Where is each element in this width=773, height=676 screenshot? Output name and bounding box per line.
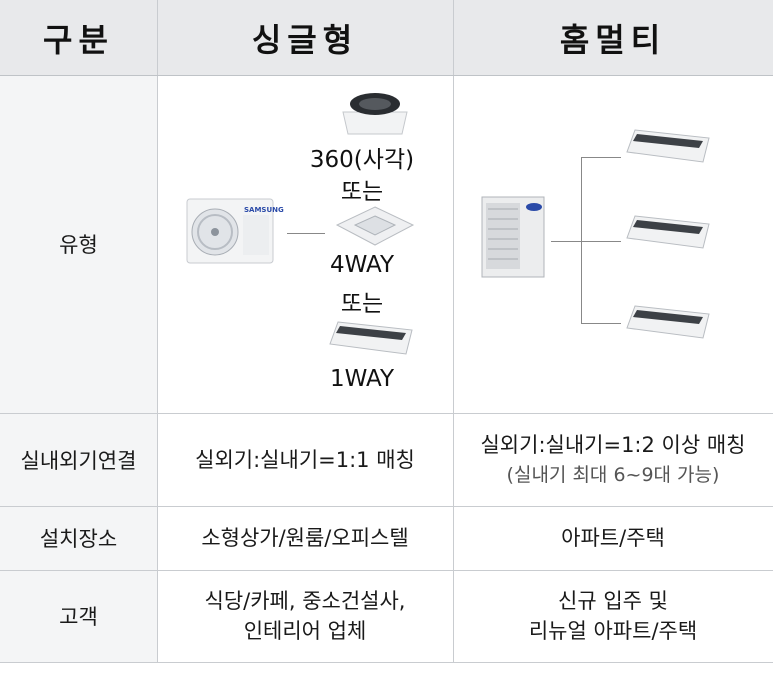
connector-line	[551, 241, 581, 242]
connector-line	[581, 157, 582, 323]
label-or-1: 또는	[340, 179, 384, 205]
divider	[0, 413, 773, 414]
cassette-1way-icon	[329, 321, 413, 355]
single-customer-line1: 식당/카페, 중소건설사,	[204, 589, 406, 613]
single-connection: 실외기:실내기=1:1 매칭	[157, 413, 453, 506]
divider	[0, 75, 773, 76]
connector-line	[581, 157, 621, 158]
cassette-360-icon	[342, 93, 408, 135]
label-4way: 4WAY	[329, 252, 395, 278]
connector-line	[581, 241, 621, 242]
single-customer: 식당/카페, 중소건설사, 인테리어 업체	[157, 570, 453, 662]
header-single: 싱글형	[157, 0, 453, 75]
outdoor-unit-single-icon	[186, 198, 274, 264]
multi-location: 아파트/주택	[453, 506, 773, 570]
brand-logo-text: SAMSUNG	[244, 206, 284, 214]
multi-connection-main: 실외기:실내기=1:2 이상 매칭	[480, 432, 746, 457]
indoor-unit-icon	[626, 129, 710, 163]
indoor-unit-icon	[626, 215, 710, 249]
row-label-connection: 실내외기연결	[0, 413, 157, 506]
row-label-customer: 고객	[0, 570, 157, 662]
connector-line	[287, 233, 325, 234]
label-or-2: 또는	[340, 291, 384, 317]
multi-connection: 실외기:실내기=1:2 이상 매칭 (실내기 최대 6~9대 가능)	[453, 413, 773, 506]
single-location: 소형상가/원룸/오피스텔	[157, 506, 453, 570]
divider	[453, 0, 454, 662]
cassette-4way-icon	[335, 206, 415, 246]
divider	[0, 662, 773, 663]
connector-line	[581, 323, 621, 324]
multi-customer-line2: 리뉴얼 아파트/주택	[528, 619, 698, 643]
outdoor-unit-multi-icon	[481, 196, 545, 278]
single-customer-line2: 인테리어 업체	[243, 619, 367, 643]
divider	[157, 0, 158, 662]
header-home-multi: 홈멀티	[453, 0, 773, 75]
multi-connection-note: (실내기 최대 6~9대 가능)	[506, 463, 720, 486]
multi-customer-line1: 신규 입주 및	[558, 589, 668, 613]
header-category: 구분	[0, 0, 157, 75]
multi-customer: 신규 입주 및 리뉴얼 아파트/주택	[453, 570, 773, 662]
row-label-type: 유형	[0, 75, 157, 413]
divider	[0, 506, 773, 507]
divider	[0, 570, 773, 571]
indoor-unit-icon	[626, 305, 710, 339]
label-1way: 1WAY	[329, 366, 395, 392]
label-360: 360(사각)	[309, 147, 415, 173]
row-label-location: 설치장소	[0, 506, 157, 570]
